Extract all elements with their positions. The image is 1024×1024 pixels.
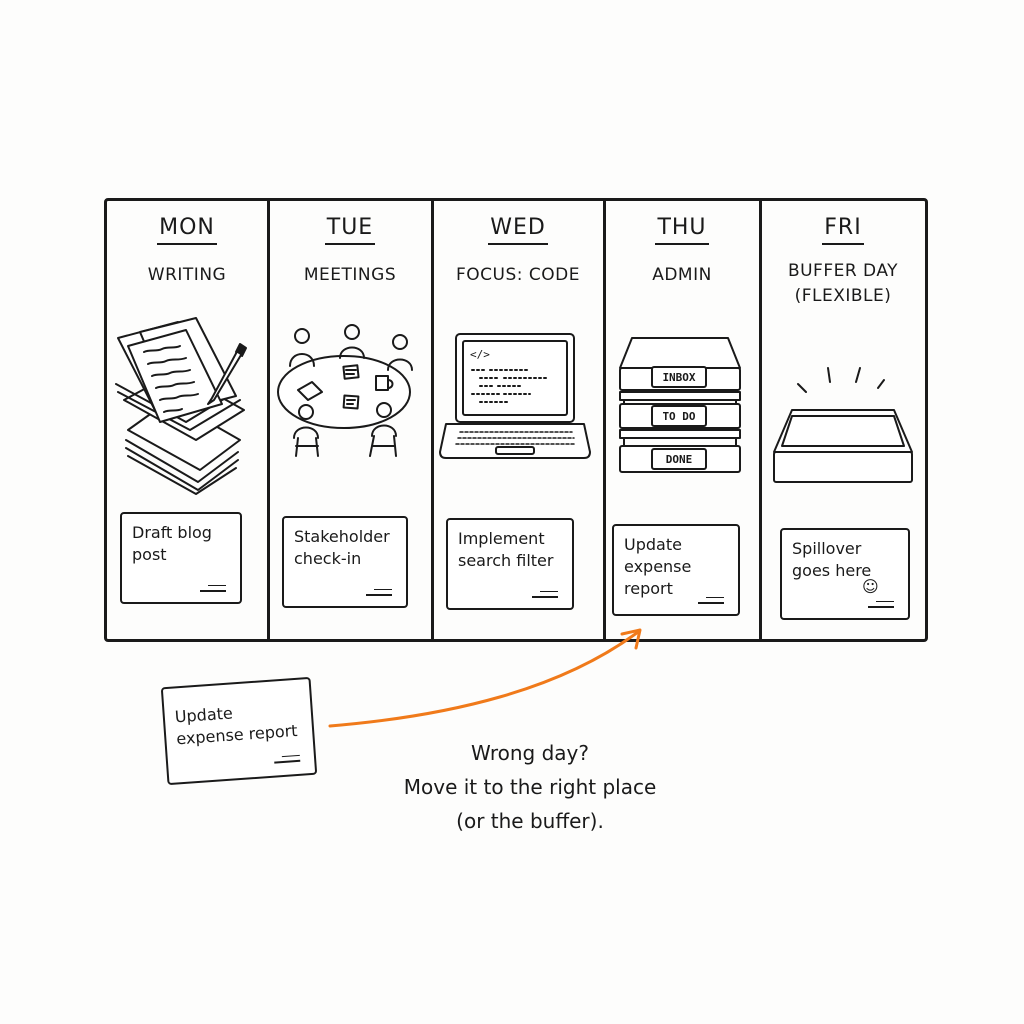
column-divider [759, 201, 762, 639]
floating-task-card[interactable]: Update expense report [160, 676, 318, 786]
note-line: (or the buffer). [456, 809, 604, 833]
day-heading: THU [605, 215, 759, 245]
card-lines [868, 597, 894, 608]
card-lines [532, 587, 558, 598]
tray-label-inbox: INBOX [662, 371, 695, 384]
note-line: Wrong day? [470, 741, 590, 765]
task-card-fri[interactable]: Spillover goes here ☺ [780, 528, 910, 620]
note-line: Move it to the right place [403, 775, 657, 799]
task-card-thu[interactable]: Update expense report [612, 524, 740, 616]
card-lines [698, 593, 724, 604]
column-divider [431, 201, 434, 639]
column-theme: BUFFER DAY (FLEXIBLE) [761, 259, 925, 309]
theme-line: BUFFER DAY [787, 261, 899, 281]
column-divider [267, 201, 270, 639]
day-heading: TUE [269, 215, 431, 245]
day-heading: FRI [761, 215, 925, 245]
card-lines [274, 751, 301, 764]
empty-tray-icon [773, 367, 913, 483]
card-text: Update expense report [174, 703, 299, 749]
smiley-icon: ☺ [862, 577, 879, 596]
column-tue: TUE MEETINGS [269, 201, 431, 639]
card-lines [366, 585, 392, 596]
card-text: Draft blog post [132, 523, 212, 564]
column-wed: WED FOCUS: CODE [433, 201, 603, 639]
task-card-wed[interactable]: Implement search filter [446, 518, 574, 610]
stacked-trays-icon: INBOX TO DO DONE [619, 337, 741, 473]
meeting-table-icon [277, 324, 413, 457]
papers-pen-icon [115, 317, 247, 495]
column-theme: FOCUS: CODE [456, 265, 580, 285]
weekly-board: MON WRITING TUE MEETINGS WED FOCUS: CODE… [104, 198, 928, 642]
move-note: Wrong day? Move it to the right place (o… [380, 736, 680, 838]
column-mon: MON WRITING [107, 201, 267, 639]
day-heading: MON [107, 215, 267, 245]
task-card-tue[interactable]: Stakeholder check-in [282, 516, 408, 608]
column-theme: ADMIN [652, 265, 712, 285]
tray-label-todo: TO DO [662, 410, 695, 423]
column-divider [603, 201, 606, 639]
task-card-mon[interactable]: Draft blog post [120, 512, 242, 604]
move-arrow [328, 628, 642, 728]
laptop-icon: </> [439, 333, 591, 459]
column-theme: MEETINGS [303, 265, 397, 285]
column-fri: FRI BUFFER DAY (FLEXIBLE) [761, 201, 925, 639]
card-lines [200, 581, 226, 592]
tray-label-done: DONE [666, 453, 693, 466]
card-text: Implement search filter [458, 529, 554, 570]
day-heading: WED [433, 215, 603, 245]
theme-line: (FLEXIBLE) [794, 286, 892, 306]
column-thu: THU ADMIN [605, 201, 759, 639]
column-theme: WRITING [147, 265, 227, 285]
card-text: Update expense report [624, 535, 692, 598]
card-text: Spillover goes here [792, 539, 872, 580]
code-glyph: </> [470, 348, 490, 361]
card-text: Stakeholder check-in [294, 527, 390, 568]
